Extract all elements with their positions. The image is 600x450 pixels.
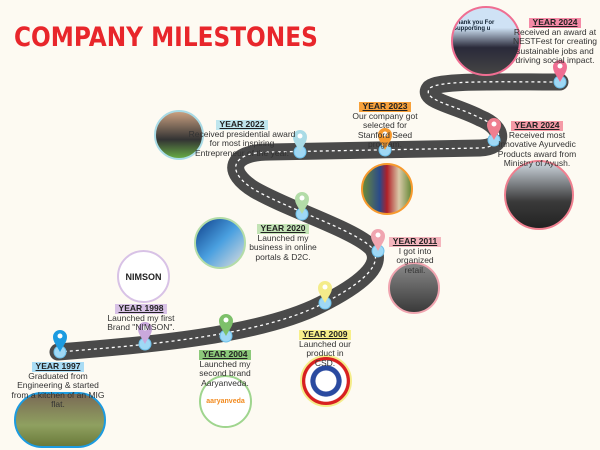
map-pin-icon: [553, 60, 567, 89]
photo-2023: [361, 163, 413, 215]
map-pin-icon: [378, 128, 392, 157]
photo-1997: [14, 392, 106, 448]
map-pin-icon: [487, 118, 501, 147]
nimson-logo: NIMSON: [117, 250, 170, 303]
map-pin-icon: [138, 322, 152, 351]
aaryanveda-logo: aaryanveda: [199, 375, 252, 428]
photo-2020: [194, 217, 246, 269]
photo-2022: [154, 110, 204, 160]
map-pin-icon: [293, 130, 307, 159]
csd-logo: [300, 355, 352, 407]
map-pin-icon: [318, 281, 332, 310]
map-pin-icon: [53, 330, 67, 359]
photo-2024-ayush: [504, 160, 574, 230]
map-pin-icon: [371, 229, 385, 258]
photo-2024-nestfest: Thank you For Supporting u: [451, 6, 521, 76]
map-pin-icon: [219, 314, 233, 343]
page-title: COMPANY MILESTONES: [14, 22, 318, 53]
map-pin-icon: [295, 192, 309, 221]
photo-2011: [388, 262, 440, 314]
